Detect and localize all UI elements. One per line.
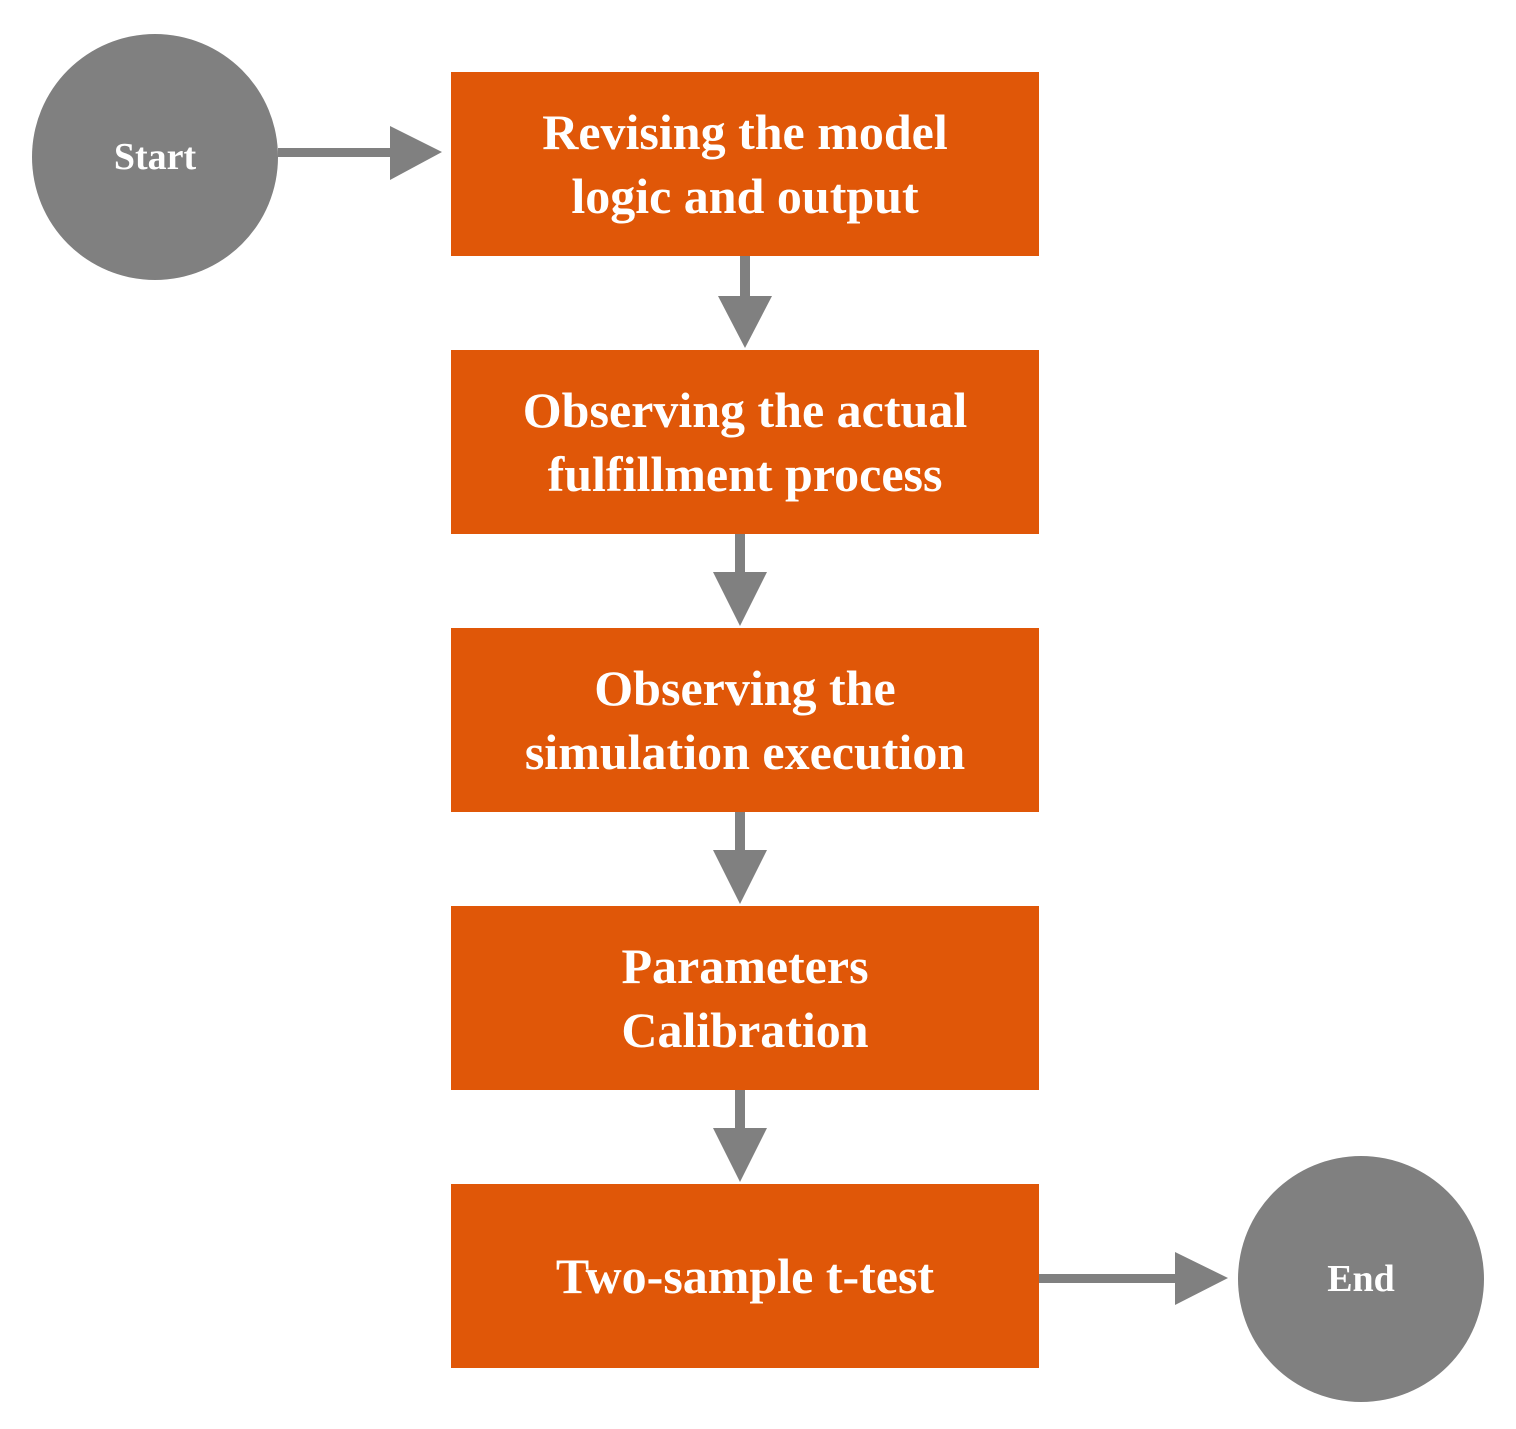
step-two-sample-t-test-line1: Two-sample t-test xyxy=(555,1248,935,1304)
step-observing-simulation-line1: Observing the xyxy=(594,660,896,716)
end-node: End xyxy=(1238,1156,1484,1402)
step-parameters-calibration-line2: Calibration xyxy=(621,1002,869,1058)
step-observing-simulation: Observing the simulation execution xyxy=(451,628,1039,812)
arrow-t-test-to-end xyxy=(1039,1252,1228,1305)
start-label: Start xyxy=(113,136,197,178)
step-observing-simulation-line2: simulation execution xyxy=(524,724,966,780)
step-revising-model: Revising the model logic and output xyxy=(451,72,1039,256)
step-two-sample-t-test: Two-sample t-test xyxy=(451,1184,1039,1368)
step-revising-model-line1: Revising the model xyxy=(542,104,948,160)
arrow-observing-simulation-to-calibration xyxy=(713,812,767,904)
arrow-start-to-revising xyxy=(278,126,442,180)
start-node: Start xyxy=(32,34,278,280)
step-parameters-calibration-line1: Parameters xyxy=(621,938,869,994)
arrow-revising-to-observing-actual xyxy=(718,256,772,348)
step-revising-model-line2: logic and output xyxy=(571,168,919,224)
end-label: End xyxy=(1327,1258,1395,1300)
step-observing-actual-line1: Observing the actual xyxy=(522,382,968,438)
arrow-calibration-to-t-test xyxy=(713,1090,767,1182)
step-observing-actual-line2: fulfillment process xyxy=(547,446,943,502)
arrow-observing-actual-to-observing-simulation xyxy=(713,534,767,626)
step-parameters-calibration: Parameters Calibration xyxy=(451,906,1039,1090)
step-observing-actual: Observing the actual fulfillment process xyxy=(451,350,1039,534)
